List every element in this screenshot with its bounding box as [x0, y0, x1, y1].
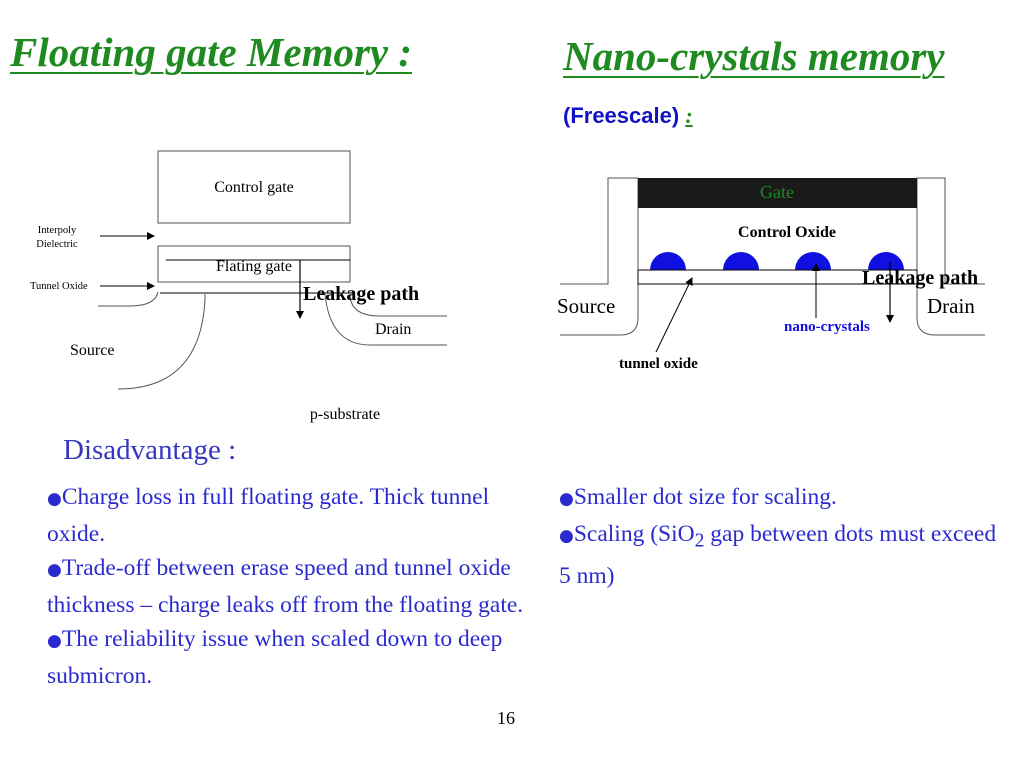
- right-drain-label: Drain: [927, 294, 975, 318]
- interpoly-label-2: Dielectric: [36, 239, 78, 250]
- tunnel-oxide-pointer: [655, 277, 693, 353]
- substrate-label: p-substrate: [310, 406, 380, 423]
- left-bullet-list: ●Charge loss in full floating gate. Thic…: [47, 480, 547, 693]
- left-bullet-2-text: Trade-off between erase speed and tunnel…: [47, 555, 524, 618]
- source-junction: [98, 291, 159, 307]
- control-gate-label: Control gate: [214, 179, 294, 196]
- bullet-icon: ●: [559, 525, 574, 546]
- gate-bar: [638, 178, 917, 208]
- right-leakage-label: Leakage path: [862, 267, 978, 289]
- floating-gate-box: [157, 245, 351, 283]
- drain-region: [916, 177, 985, 336]
- left-leakage-label: Leakage path: [303, 283, 419, 305]
- left-bullet-1-text: Charge loss in full floating gate. Thick…: [47, 484, 490, 547]
- bullet-icon: ●: [47, 489, 62, 509]
- left-bullet-3-text: The reliability issue when scaled down t…: [47, 626, 503, 689]
- nano-crystal-dot-3: [795, 252, 831, 270]
- control-gate-box: [157, 150, 351, 224]
- right-title: Nano-crystals memory: [563, 33, 945, 79]
- nano-crystal-dot-4: [868, 252, 904, 270]
- right-bullet-2: ●Scaling (SiO2 gap between dots must exc…: [559, 517, 1009, 594]
- nano-crystal-diagram: Gate Control Oxide Leakage path Source D…: [557, 177, 985, 372]
- bullet-icon: ●: [47, 631, 62, 651]
- right-bullet-1-text: Smaller dot size for scaling.: [573, 484, 837, 510]
- left-bullet-3: ●The reliability issue when scaled down …: [47, 622, 547, 693]
- drain-junction-inner: [349, 293, 447, 317]
- floating-gate-diagram: Control gate Flating gate Interpoly Diel…: [30, 150, 447, 423]
- left-title: Floating gate Memory :: [10, 29, 413, 75]
- nano-crystal-dot-2: [723, 252, 759, 270]
- subtitle-text: (Freescale): [563, 103, 680, 128]
- left-source-label: Source: [70, 342, 114, 359]
- tunnel-oxide-layer: [637, 269, 918, 285]
- right-subtitle: (Freescale) :: [563, 103, 693, 129]
- left-drain-label: Drain: [375, 321, 411, 338]
- left-bullet-1: ●Charge loss in full floating gate. Thic…: [47, 480, 547, 551]
- control-oxide-label: Control Oxide: [738, 224, 836, 241]
- nano-crystals-label: nano-crystals: [784, 319, 870, 335]
- left-bullet-2: ●Trade-off between erase speed and tunne…: [47, 551, 547, 622]
- tunnel-oxide-label: Tunnel Oxide: [30, 281, 88, 292]
- nano-crystal-dot-1: [650, 252, 686, 270]
- right-bullet-2-sub: 2: [694, 530, 705, 552]
- right-bullet-2-post: gap between dots must exceed 5 nm): [559, 520, 997, 589]
- right-bullet-2-pre: Scaling (SiO: [573, 520, 695, 547]
- page-number: 16: [497, 708, 515, 728]
- bullet-icon: ●: [47, 560, 62, 580]
- interpoly-label-1: Interpoly: [38, 225, 77, 236]
- gate-label: Gate: [760, 182, 794, 202]
- floating-gate-label: Flating gate: [216, 258, 292, 275]
- tunnel-oxide-caption: tunnel oxide: [619, 356, 698, 372]
- source-junction-outer: [117, 294, 206, 390]
- disadvantage-heading: Disadvantage :: [63, 434, 237, 466]
- right-bullet-1: ●Smaller dot size for scaling.: [559, 480, 1009, 517]
- subtitle-colon: :: [685, 103, 693, 128]
- right-source-label: Source: [557, 294, 615, 318]
- source-region: [560, 177, 639, 336]
- drain-junction: [324, 293, 447, 346]
- bullet-icon: ●: [559, 489, 574, 509]
- right-bullet-list: ●Smaller dot size for scaling. ●Scaling …: [559, 480, 1009, 593]
